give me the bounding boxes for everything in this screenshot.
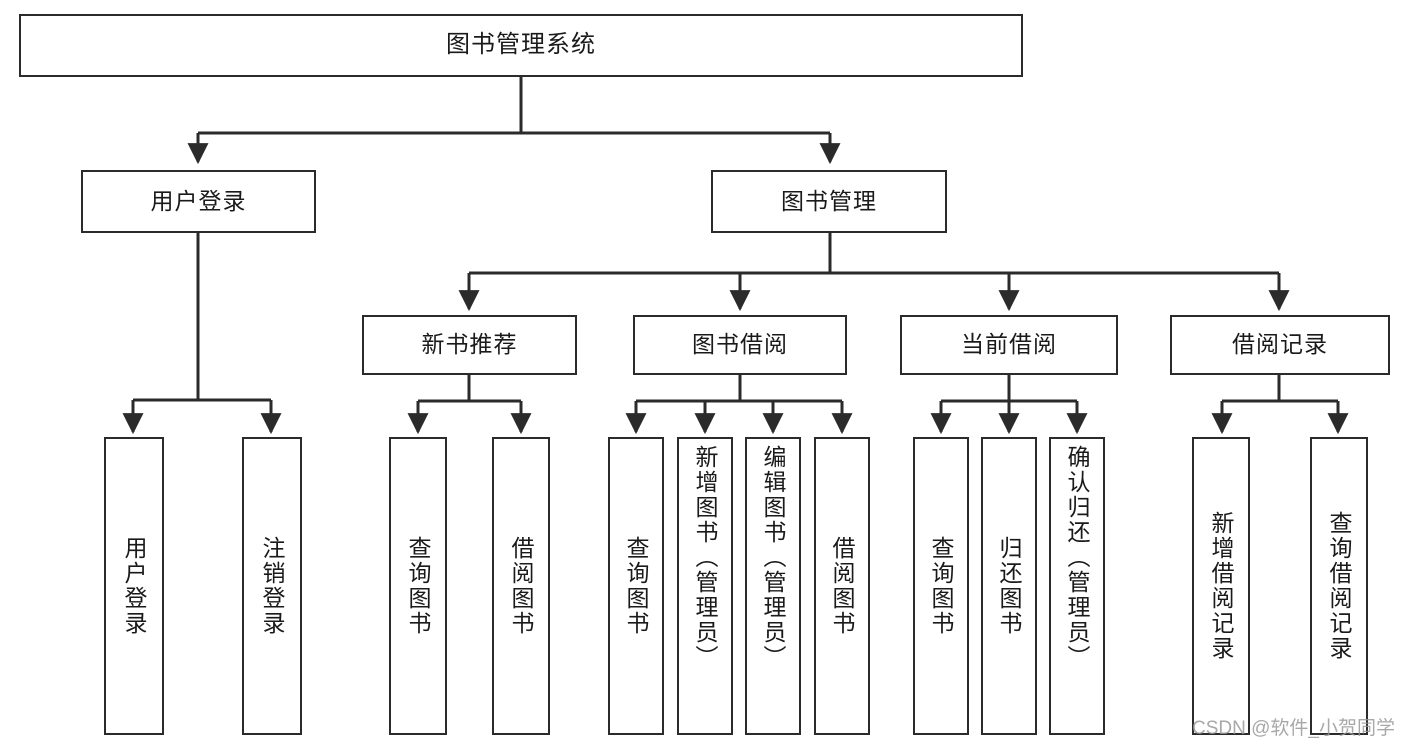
leaf-confirm-return-label: 确认归还（管理员） [1064,445,1091,670]
leaf-return-book[interactable]: 归还图书 [981,437,1037,735]
leaf-logout-label: 注销登录 [259,536,286,636]
node-root[interactable]: 图书管理系统 [19,14,1023,77]
leaf-query-borrow-record-label: 查询借阅记录 [1326,511,1353,661]
leaf-borrow-book-2-label: 借阅图书 [829,536,856,636]
node-root-label: 图书管理系统 [446,31,596,59]
csdn-watermark: CSDN @软件_小贺同学 [1192,718,1395,739]
leaf-query-book-3[interactable]: 查询图书 [913,437,969,735]
leaf-borrow-book-1[interactable]: 借阅图书 [492,437,550,735]
leaf-query-book-1-label: 查询图书 [405,536,432,636]
leaf-query-borrow-record[interactable]: 查询借阅记录 [1310,437,1368,735]
node-book-management[interactable]: 图书管理 [711,170,947,233]
leaf-user-login-label: 用户登录 [121,536,148,636]
node-book-borrow[interactable]: 图书借阅 [633,315,847,375]
leaf-add-book-label: 新增图书（管理员） [692,445,719,670]
node-user-login-label: 用户登录 [150,187,247,214]
node-new-book-recommendation-label: 新书推荐 [421,331,518,358]
leaf-query-book-1[interactable]: 查询图书 [389,437,447,735]
leaf-query-book-2-label: 查询图书 [623,536,650,636]
node-book-management-label: 图书管理 [781,187,877,214]
node-borrow-record[interactable]: 借阅记录 [1170,315,1390,375]
leaf-confirm-return[interactable]: 确认归还（管理员） [1049,437,1105,735]
leaf-borrow-book-1-label: 借阅图书 [508,536,535,636]
leaf-add-book[interactable]: 新增图书（管理员） [677,437,733,735]
node-book-borrow-label: 图书借阅 [692,331,788,358]
leaf-return-book-label: 归还图书 [996,536,1023,636]
node-current-borrow[interactable]: 当前借阅 [900,315,1118,375]
leaf-edit-book[interactable]: 编辑图书（管理员） [745,437,801,735]
leaf-query-book-2[interactable]: 查询图书 [608,437,664,735]
leaf-logout[interactable]: 注销登录 [242,437,302,735]
leaf-user-login[interactable]: 用户登录 [104,437,164,735]
node-borrow-record-label: 借阅记录 [1232,331,1328,358]
node-user-login[interactable]: 用户登录 [81,170,316,233]
leaf-add-borrow-record[interactable]: 新增借阅记录 [1192,437,1250,735]
node-new-book-recommendation[interactable]: 新书推荐 [362,315,577,375]
leaf-edit-book-label: 编辑图书（管理员） [760,445,787,670]
leaf-add-borrow-record-label: 新增借阅记录 [1208,511,1235,661]
leaf-borrow-book-2[interactable]: 借阅图书 [814,437,870,735]
node-current-borrow-label: 当前借阅 [961,331,1057,358]
leaf-query-book-3-label: 查询图书 [928,536,955,636]
